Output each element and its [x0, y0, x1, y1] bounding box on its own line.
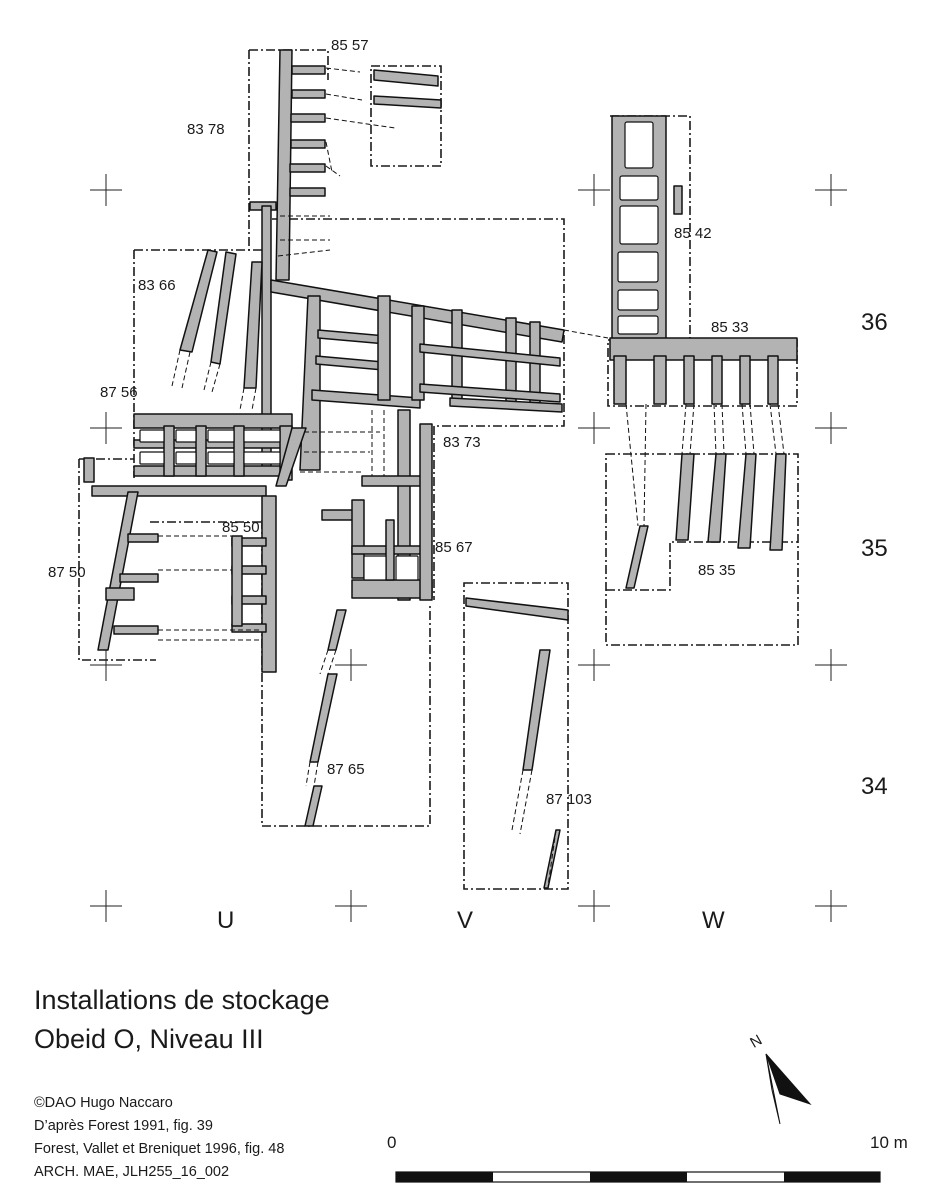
walls [83, 49, 798, 889]
grid-row-35: 35 [861, 535, 888, 562]
credit-line-4: ARCH. MAE, JLH255_16_002 [34, 1164, 230, 1180]
credit-line-3: Forest, Vallet et Breniquet 1996, fig. 4… [34, 1141, 285, 1157]
north-arrow-icon: N [747, 1032, 812, 1125]
grid-crosses [90, 174, 847, 922]
label-8542: 85 42 [674, 225, 712, 242]
grid-labels: U V W 36 35 34 [217, 309, 888, 934]
grid-column-u: U [217, 907, 234, 934]
label-8567: 85 67 [435, 539, 473, 556]
credit-line-1: ©DAO Hugo Naccaro [34, 1095, 173, 1111]
label-8535: 85 35 [698, 562, 736, 579]
trench-outline-8557 [370, 65, 442, 167]
scale-start-label: 0 [387, 1133, 396, 1152]
north-label: N [747, 1032, 765, 1052]
scale-end-label: 10 m [870, 1133, 908, 1152]
trench-outline-87103 [463, 582, 569, 890]
rooms [139, 121, 659, 581]
label-8378: 83 78 [187, 121, 225, 138]
trench-outline-8535 [605, 453, 799, 646]
trench-outline-8373 [272, 218, 565, 600]
label-87103: 87 103 [546, 791, 592, 808]
credit-line-2: D’après Forest 1991, fig. 39 [34, 1118, 213, 1134]
trench-labels: 85 57 83 78 85 42 83 66 85 33 87 56 83 7… [48, 37, 749, 808]
label-8366: 83 66 [138, 277, 176, 294]
label-8750: 87 50 [48, 564, 86, 581]
grid-row-36: 36 [861, 309, 888, 336]
grid-column-w: W [702, 907, 725, 934]
label-8550: 85 50 [222, 519, 260, 536]
label-8756: 87 56 [100, 384, 138, 401]
title-line-2: Obeid O, Niveau III [34, 1024, 264, 1054]
grid-column-v: V [457, 907, 473, 934]
scale-bar: 0 10 m [387, 1133, 908, 1183]
restored-wall-lines [158, 67, 785, 887]
label-8373: 83 73 [443, 434, 481, 451]
trench-outline-8750 [78, 458, 156, 661]
trench-outline-8542 [610, 115, 691, 352]
grid-row-34: 34 [861, 773, 888, 800]
label-8557: 85 57 [331, 37, 369, 54]
title-line-1: Installations de stockage [34, 985, 330, 1015]
label-8765: 87 65 [327, 761, 365, 778]
label-8533: 85 33 [711, 319, 749, 336]
